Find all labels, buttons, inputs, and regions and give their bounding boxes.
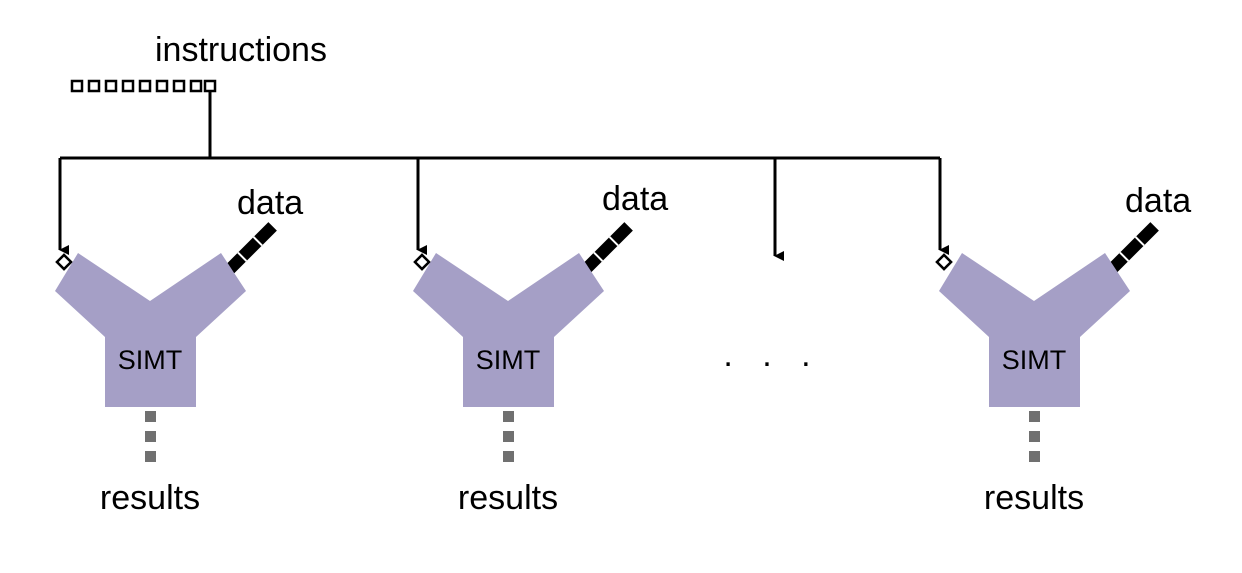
simt-unit: SIMT data results bbox=[413, 180, 668, 517]
instructions-label: instructions bbox=[155, 31, 327, 69]
results-output-connector bbox=[503, 411, 514, 462]
instruction-slot bbox=[203, 79, 217, 93]
simt-unit-label: SIMT bbox=[476, 345, 541, 375]
results-output-connector bbox=[145, 411, 156, 462]
simt-unit-shape bbox=[55, 253, 246, 407]
instruction-slot bbox=[70, 79, 84, 93]
ellipsis: . . . bbox=[723, 336, 820, 374]
results-label: results bbox=[458, 479, 558, 517]
simt-unit-label: SIMT bbox=[1002, 345, 1067, 375]
instruction-slot bbox=[87, 79, 101, 93]
data-input-connector bbox=[223, 222, 277, 276]
data-input-connector bbox=[579, 222, 633, 276]
data-input-connector bbox=[1105, 222, 1159, 276]
simt-unit-shape bbox=[413, 253, 604, 407]
instruction-slot bbox=[121, 79, 135, 93]
simt-unit: SIMT data results bbox=[55, 184, 303, 517]
instruction-bus bbox=[58, 91, 949, 261]
simt-unit-shape bbox=[939, 253, 1130, 407]
data-input-label: data bbox=[237, 184, 303, 222]
simt-unit-label: SIMT bbox=[118, 345, 183, 375]
instruction-slot bbox=[104, 79, 118, 93]
results-output-connector bbox=[1029, 411, 1040, 462]
instruction-queue bbox=[70, 79, 217, 93]
instruction-slot bbox=[155, 79, 169, 93]
data-input-label: data bbox=[602, 180, 668, 218]
results-label: results bbox=[100, 479, 200, 517]
instruction-slot bbox=[138, 79, 152, 93]
instruction-slot bbox=[172, 79, 186, 93]
simt-unit: SIMT data results bbox=[935, 182, 1191, 517]
data-input-label: data bbox=[1125, 182, 1191, 220]
instruction-input-port bbox=[935, 253, 953, 271]
instruction-input-port bbox=[55, 253, 73, 271]
instruction-slot bbox=[189, 79, 203, 93]
instruction-input-port bbox=[413, 253, 431, 271]
results-label: results bbox=[984, 479, 1084, 517]
